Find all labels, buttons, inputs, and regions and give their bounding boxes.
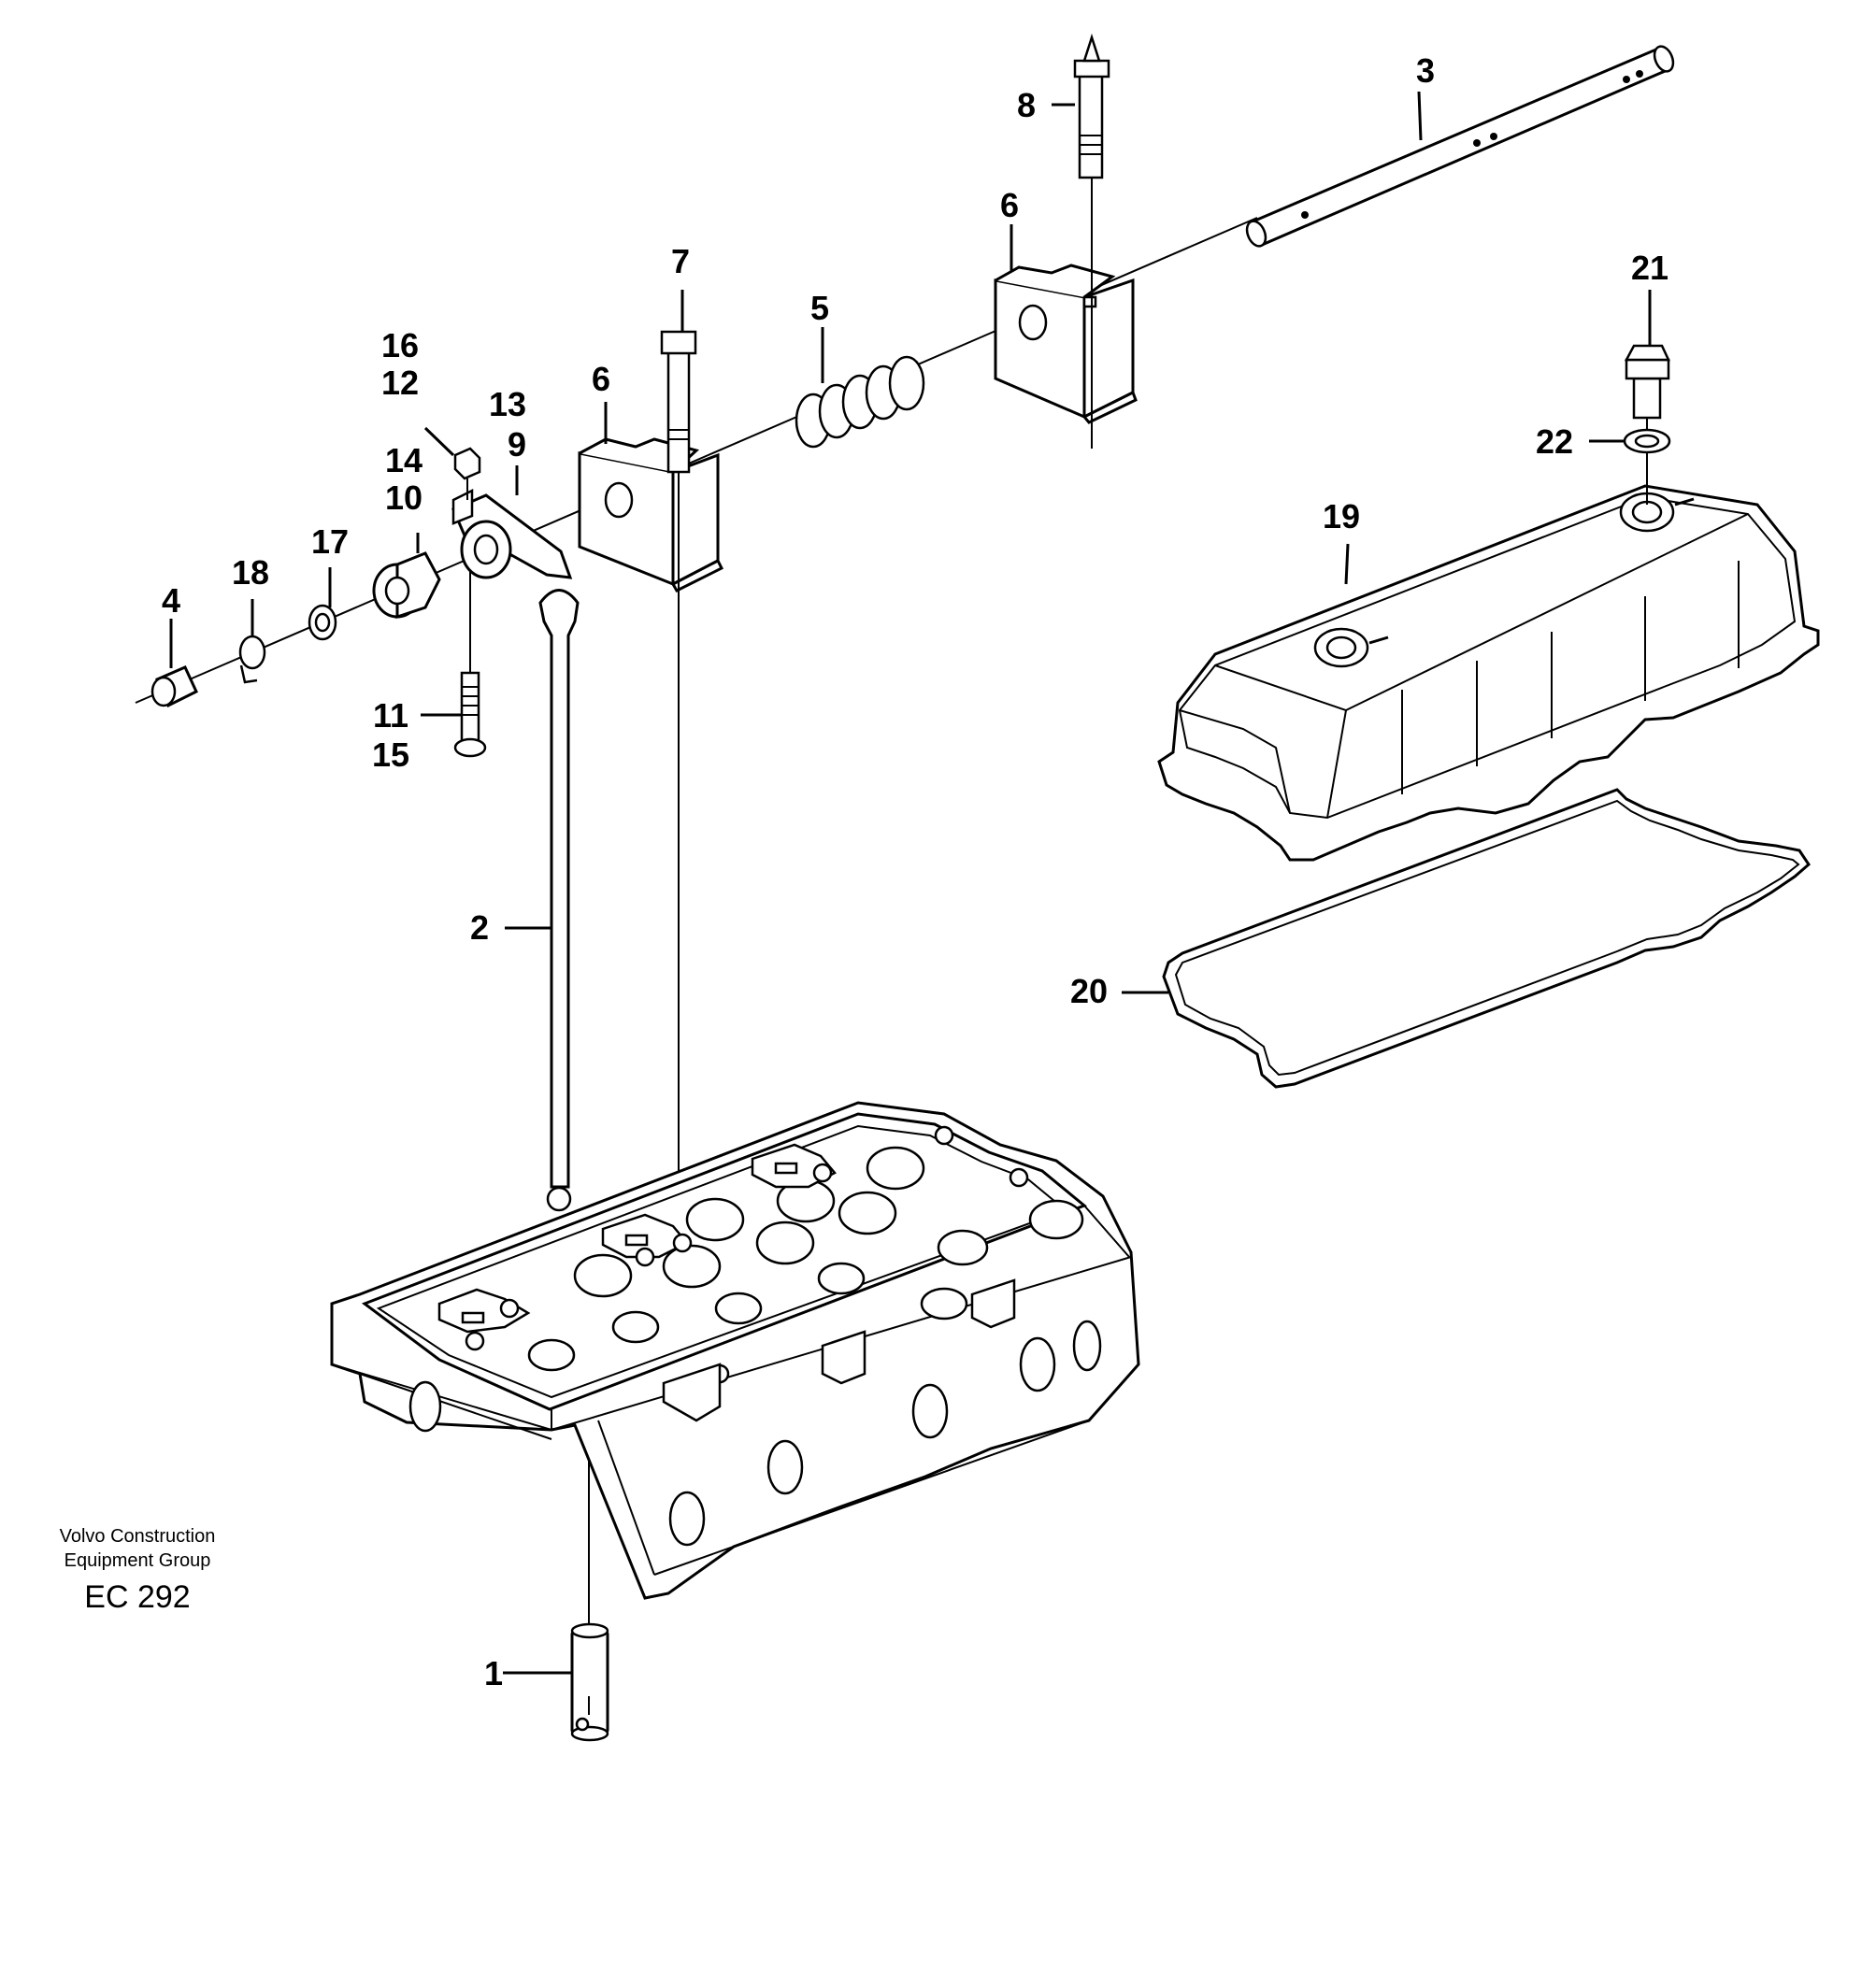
callout-3: 3 xyxy=(1416,51,1435,90)
callout-5: 5 xyxy=(810,289,829,327)
seal-ring xyxy=(1623,428,1671,454)
gasket xyxy=(1162,788,1811,1089)
rocker-bushing xyxy=(372,551,441,620)
adjusting-nut xyxy=(453,447,481,500)
callout-16: 16 xyxy=(381,326,419,364)
callout-9: 9 xyxy=(508,425,526,464)
callout-6-right: 6 xyxy=(1000,186,1019,224)
circlip-18 xyxy=(238,635,266,684)
callout-13: 13 xyxy=(489,385,526,423)
bracket-bolt-right xyxy=(1073,33,1110,449)
callout-8: 8 xyxy=(1017,86,1036,124)
plug-4 xyxy=(150,665,198,708)
callout-1: 1 xyxy=(484,1654,503,1692)
callout-12: 12 xyxy=(381,364,419,402)
rocker-bracket-left xyxy=(578,437,724,592)
leader-lines xyxy=(169,91,1652,1675)
callout-15: 15 xyxy=(372,735,409,774)
callout-labels: 8 3 6 7 5 21 22 19 16 12 13 6 9 14 10 17… xyxy=(162,51,1668,1692)
callout-7: 7 xyxy=(671,242,690,280)
callout-21: 21 xyxy=(1631,249,1668,287)
callout-11: 11 xyxy=(373,696,408,735)
callout-14: 14 xyxy=(385,441,422,479)
callout-17: 17 xyxy=(311,522,349,561)
cylinder-head xyxy=(330,1101,1140,1600)
bracket-bolt-left xyxy=(660,330,697,1257)
credit-line-1: Volvo Construction xyxy=(60,1526,216,1547)
valve-cover xyxy=(1157,484,1820,862)
figure-code: EC 292 xyxy=(84,1579,190,1615)
callout-4: 4 xyxy=(162,581,180,620)
callout-22: 22 xyxy=(1536,422,1573,461)
rocker-arm xyxy=(451,488,573,579)
rocker-bracket-right xyxy=(994,264,1138,424)
callout-2: 2 xyxy=(470,908,489,947)
callout-6-left: 6 xyxy=(592,360,610,398)
push-rod xyxy=(538,589,580,1212)
figure-credit: Volvo Construction Equipment Group EC 29… xyxy=(60,1526,216,1615)
callout-19: 19 xyxy=(1323,497,1360,535)
oil-filler-cap xyxy=(1624,344,1670,505)
rocker-spring xyxy=(795,355,925,449)
rocker-shaft xyxy=(1245,45,1675,248)
tappet xyxy=(570,1428,609,1742)
callout-20: 20 xyxy=(1070,972,1108,1010)
callout-10: 10 xyxy=(385,478,422,517)
credit-line-2: Equipment Group xyxy=(64,1550,211,1571)
washer-17 xyxy=(308,604,337,641)
callout-18: 18 xyxy=(232,553,269,592)
adjusting-screw xyxy=(453,570,487,758)
